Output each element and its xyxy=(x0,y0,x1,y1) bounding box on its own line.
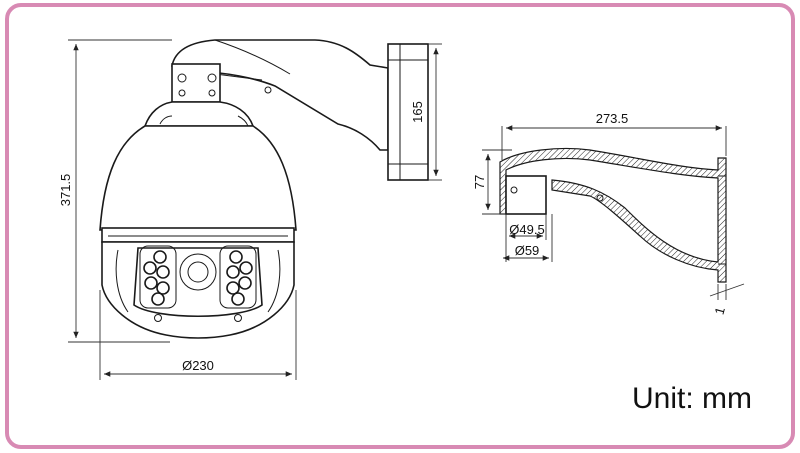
wall-plate xyxy=(387,43,429,181)
dim-outer-diameter: Ø59 xyxy=(515,243,540,258)
dim-bracket-height: 165 xyxy=(410,101,425,123)
bracket-side-view: 273.5 77 Ø49.5 Ø59 1 xyxy=(472,111,745,316)
dim-dome-diameter: Ø230 xyxy=(182,358,214,373)
dome-housing xyxy=(99,125,297,231)
dim-overall-height: 371.5 xyxy=(58,174,73,207)
camera-front-view: 371.5 165 Ø230 xyxy=(58,39,442,380)
ir-led-right xyxy=(219,245,257,309)
dim-bracket-drop: 77 xyxy=(472,175,487,189)
dim-bracket-length: 273.5 xyxy=(596,111,629,126)
bracket-socket xyxy=(505,175,547,215)
unit-label: Unit: mm xyxy=(632,382,752,415)
dim-inner-diameter: Ø49.5 xyxy=(509,222,544,237)
ir-led-left xyxy=(139,245,177,309)
housing-band xyxy=(101,227,295,243)
dim-wall-thickness: 1 xyxy=(711,305,727,316)
dome-collar xyxy=(143,101,255,127)
bracket-section xyxy=(499,147,727,283)
